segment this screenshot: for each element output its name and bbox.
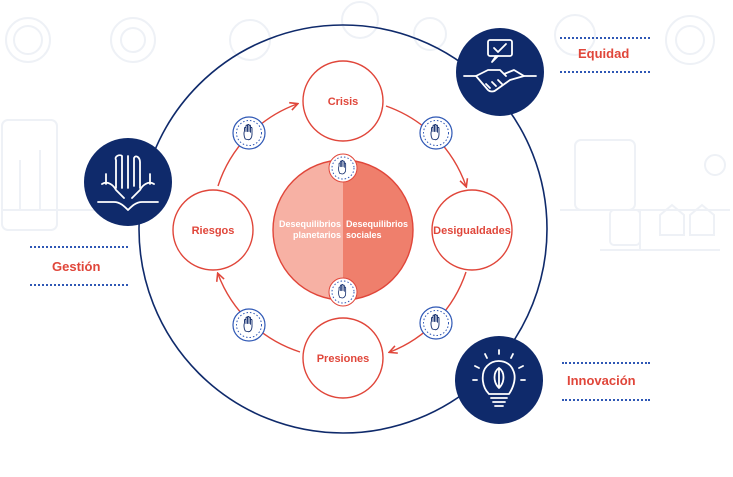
gestion-dotted-rule-top	[30, 246, 128, 248]
pillar-label-innovacion: Innovación	[567, 373, 636, 388]
equidad-dotted-rule-top	[560, 37, 650, 39]
node-crisis-label: Crisis	[328, 96, 359, 108]
node-desigualdades: Desigualdades	[431, 189, 513, 271]
raised-hand-icon	[419, 116, 453, 150]
pillar-label-gestion: Gestión	[52, 259, 101, 274]
lightbulb-leaf-icon	[455, 336, 543, 424]
innovacion-dotted-rule-top	[562, 362, 650, 364]
center-left-line2: planetarios	[293, 230, 341, 240]
center-labels: Desequilibrios planetarios Desequilibrio…	[279, 219, 408, 240]
node-desigualdades-label: Desigualdades	[433, 225, 511, 237]
node-riesgos: Riesgos	[172, 189, 254, 271]
raised-hand-icon	[328, 153, 358, 183]
innovacion-dotted-rule-bottom	[562, 399, 650, 401]
center-right-line2: sociales	[346, 230, 382, 240]
background-decoration	[1, 1, 730, 251]
stacked-hands-icon	[84, 138, 172, 226]
raised-hand-icon	[419, 306, 453, 340]
outer-orbit-ring	[138, 24, 548, 434]
pillar-label-equidad: Equidad	[578, 46, 630, 61]
raised-hand-icon	[328, 277, 358, 307]
handshake-chat-icon	[456, 28, 544, 116]
raised-hand-icon	[232, 308, 266, 342]
center-imbalance-circle	[272, 159, 414, 301]
node-crisis: Crisis	[302, 60, 384, 142]
gestion-dotted-rule-bottom	[30, 284, 128, 286]
stop-badges	[232, 116, 453, 342]
center-right-line1: Desequilibrios	[346, 219, 408, 229]
node-presiones: Presiones	[302, 317, 384, 399]
node-riesgos-label: Riesgos	[192, 225, 235, 237]
node-presiones-label: Presiones	[317, 353, 370, 365]
equidad-dotted-rule-bottom	[560, 71, 650, 73]
raised-hand-icon	[232, 116, 266, 150]
center-left-line1: Desequilibrios	[279, 219, 341, 229]
